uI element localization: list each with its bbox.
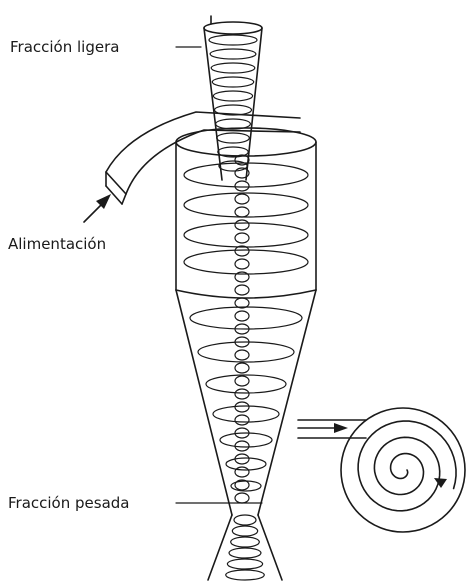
vortex-finder-coil: [210, 49, 256, 59]
apex-coil: [226, 570, 265, 580]
feed-arrow: [84, 194, 111, 222]
feed-label: Alimentación: [8, 235, 106, 253]
inner-vortex-loop: [235, 350, 249, 360]
top-view-spiral: [341, 408, 465, 532]
light-fraction-label: Fracción ligera: [10, 38, 119, 56]
inner-vortex-loop: [235, 493, 249, 503]
inner-vortex-loop: [235, 389, 249, 399]
inner-vortex-loop: [235, 285, 249, 295]
vortex-finder-coil: [217, 133, 250, 143]
inner-vortex-loop: [235, 181, 249, 191]
outer-vortex-ring: [213, 406, 279, 422]
vortex-finder-coil: [213, 91, 252, 101]
inner-vortex-loop: [235, 363, 249, 373]
inner-vortex-loop: [235, 376, 249, 386]
vortex-finder-coil: [212, 77, 253, 87]
inner-vortex-loop: [235, 194, 249, 204]
inner-vortex-loop: [235, 220, 249, 230]
apex-spiral: [226, 515, 265, 580]
inner-vortex-loop: [235, 311, 249, 321]
apex-coil: [232, 526, 257, 536]
apex-coil: [229, 548, 261, 558]
apex-coil: [234, 515, 256, 525]
outer-vortex-ring: [190, 307, 302, 329]
apex-coil: [227, 559, 262, 569]
heavy-fraction-label: Fracción pesada: [8, 494, 129, 512]
vortex-finder-coil: [211, 63, 255, 73]
inner-vortex-loop: [235, 415, 249, 425]
vortex-finder-coil: [209, 35, 257, 45]
apex-coil: [231, 537, 260, 547]
inner-vortex-loop: [235, 233, 249, 243]
inner-vortex-loop: [235, 402, 249, 412]
feed-inlet-pipe: [106, 112, 300, 204]
outer-vortex-ring: [184, 223, 308, 247]
inner-vortex-loop: [235, 259, 249, 269]
outer-vortex-ring: [220, 433, 272, 447]
inner-vortex-loop: [235, 467, 249, 477]
inner-vortex-loop: [235, 207, 249, 217]
outer-vortex-ring: [184, 193, 308, 217]
outer-vortex-ring: [184, 250, 308, 274]
